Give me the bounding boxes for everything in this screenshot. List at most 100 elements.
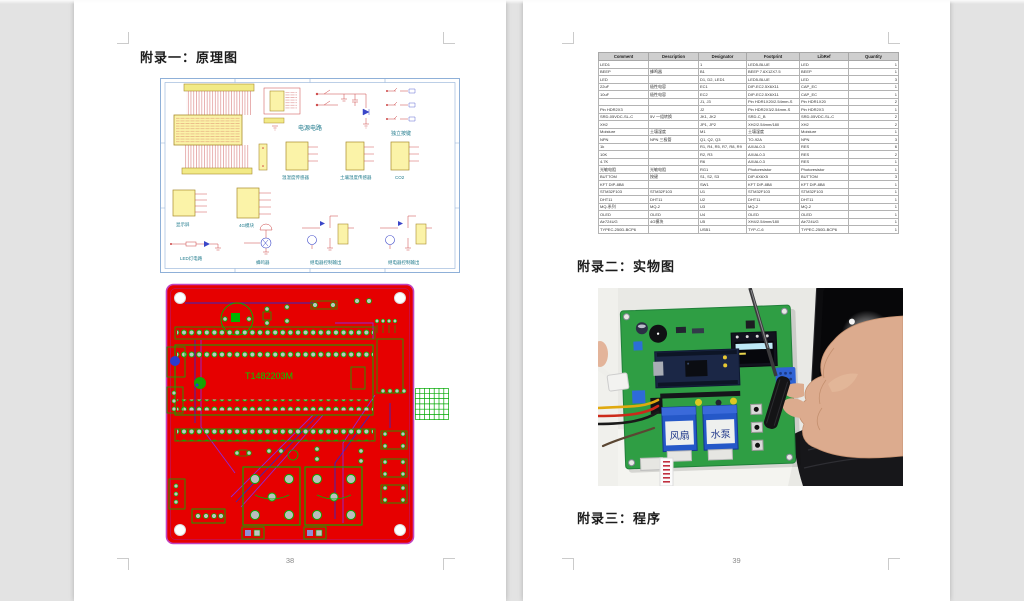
photo-figure[interactable]: 风扇 水泵 xyxy=(592,279,912,487)
table-cell: Moisture xyxy=(598,127,649,136)
button-footprints xyxy=(380,430,408,504)
table-cell: 4G模块 xyxy=(648,217,699,226)
grid-element[interactable] xyxy=(415,388,449,420)
bom-header-cell: Quantity xyxy=(848,52,899,61)
relay-footprint-2 xyxy=(304,466,363,526)
mcu-module xyxy=(653,348,741,389)
module-4g-block xyxy=(236,187,271,219)
table-cell: BEEP xyxy=(598,67,649,76)
bottom-connectors xyxy=(191,508,327,540)
table-cell: 极性电容 xyxy=(648,82,699,91)
table-cell: DIP-6X6X5 xyxy=(746,172,800,181)
table-cell: TO-92A xyxy=(746,135,800,144)
table-cell: OLED xyxy=(746,210,800,219)
green-board: 风扇 水泵 xyxy=(619,304,801,473)
pcb-figure[interactable]: T1482203M xyxy=(165,283,415,545)
relay-fan-label: 风扇 xyxy=(669,429,689,443)
display-block xyxy=(172,189,207,217)
table-cell: RES xyxy=(799,150,849,159)
table-cell: LED5-BLUE xyxy=(746,60,800,69)
table-cell: XH4/2.54mm/180 xyxy=(746,217,800,226)
table-cell: DHT11 xyxy=(598,195,649,204)
table-cell: 土壤湿度 xyxy=(648,127,699,136)
table-cell: 2 xyxy=(848,120,899,129)
table-cell: 土壤湿度 xyxy=(746,127,800,136)
table-cell: DHT11 xyxy=(648,195,699,204)
table-cell: TYPEC-250D-BCP6 xyxy=(598,225,649,234)
table-cell: XH2/2.54mm/180 xyxy=(746,120,800,129)
table-cell: 1 xyxy=(848,82,899,91)
table-cell: OLED xyxy=(799,210,849,219)
table-cell: MQ-系列 xyxy=(598,202,649,211)
led-circuit xyxy=(170,241,221,251)
xh-plug xyxy=(639,457,664,471)
table-cell: 1 xyxy=(848,90,899,99)
table-cell: AXIAL0.3 xyxy=(746,157,800,166)
table-cell: SRD-05VDC-SL-C xyxy=(799,112,849,121)
table-cell: 6 xyxy=(848,142,899,151)
table-cell: U4 xyxy=(698,210,747,219)
table-cell: Photoresistor xyxy=(746,165,800,174)
bom-header-cell: Comment xyxy=(598,52,649,61)
table-cell: 1 xyxy=(848,157,899,166)
label-co2: CO2 xyxy=(395,175,405,180)
table-cell: NPN xyxy=(598,135,649,144)
label-relay-out-1: 继电器控制输出 xyxy=(310,259,342,266)
table-cell: SW1 xyxy=(698,180,747,189)
mounting-holes xyxy=(174,292,406,536)
table-cell: 22uF xyxy=(598,82,649,91)
left-parts xyxy=(166,346,206,510)
table-cell xyxy=(648,97,699,106)
bom-header-cell: Description xyxy=(648,52,699,61)
table-cell: 1 xyxy=(698,60,747,69)
table-cell: 光敏电阻 xyxy=(598,165,649,174)
table-cell: XH2 xyxy=(598,120,649,129)
pcb-silkscreen-text: T1482203M xyxy=(245,371,293,381)
label-relay-out-2: 继电器控制输出 xyxy=(388,259,420,266)
table-cell: 1 xyxy=(848,217,899,226)
table-cell: 1 xyxy=(848,210,899,219)
table-cell xyxy=(648,157,699,166)
table-cell: 1 xyxy=(848,195,899,204)
board-buttons xyxy=(750,403,764,452)
heading-appendix2: 附录二：实物图 xyxy=(577,259,676,274)
table-cell: 3 xyxy=(848,75,899,84)
table-cell: Air724UG xyxy=(799,217,849,226)
page-number-39: 39 xyxy=(732,556,741,565)
table-cell: OLED xyxy=(598,210,649,219)
margin-mark xyxy=(562,558,574,570)
margin-mark xyxy=(888,32,900,44)
table-cell: LED xyxy=(799,75,849,84)
page-38[interactable]: 附录一：原理图 xyxy=(74,0,506,601)
blue-switch xyxy=(632,390,646,404)
table-cell: LED xyxy=(598,75,649,84)
table-cell xyxy=(648,105,699,114)
table-cell xyxy=(648,75,699,84)
right-connector xyxy=(376,338,407,394)
label-soil: 土壤湿度传感器 xyxy=(340,174,372,181)
schematic-figure[interactable]: 电源电路 xyxy=(160,78,460,273)
table-cell: USB1 xyxy=(698,225,747,234)
label-led: LED灯电路 xyxy=(180,255,203,262)
table-cell: LED xyxy=(799,60,849,69)
heading-appendix1: 附录一：原理图 xyxy=(140,50,239,65)
table-cell: RES xyxy=(799,157,849,166)
table-cell: BEEP 7.6X12X7.5 xyxy=(746,67,800,76)
label-display: 显示屏 xyxy=(176,222,190,228)
relay-circuit-2 xyxy=(380,215,432,251)
table-cell: Pin HDR2X3 xyxy=(598,105,649,114)
pcb-drawing: T1482203M xyxy=(165,283,415,545)
table-cell: B1 xyxy=(698,67,747,76)
